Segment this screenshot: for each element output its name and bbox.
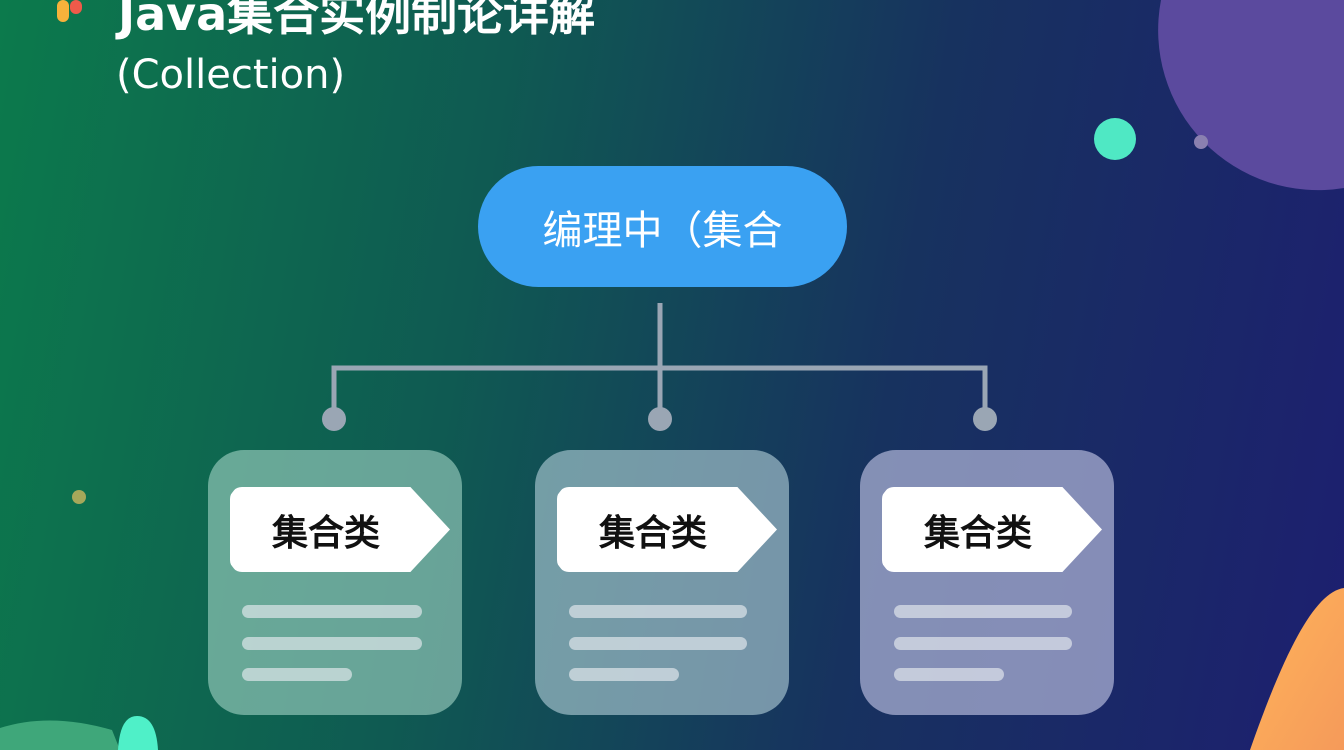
connector-dot [648, 407, 672, 431]
connector-dot [322, 407, 346, 431]
decor-green-blob [0, 720, 120, 750]
child-card: 集合类 [535, 450, 789, 715]
connector-dot [973, 407, 997, 431]
child-card: 集合类 [860, 450, 1114, 715]
page-title: Java集合实例制论详解 [118, 0, 596, 41]
decor-mint-blob [118, 716, 158, 750]
child-label: 集合类 [230, 487, 450, 572]
child-label: 集合类 [557, 487, 777, 572]
decor-mint-dot [1094, 118, 1136, 160]
root-node: 编理中（集合 [478, 166, 847, 287]
decor-small-dot [1194, 135, 1208, 149]
child-label: 集合类 [882, 487, 1102, 572]
logo-icon [55, 0, 85, 22]
decor-olive-dot [72, 490, 86, 504]
child-card: 集合类 [208, 450, 462, 715]
page-subtitle: (Collection) [116, 52, 346, 98]
decor-orange-blob [1250, 588, 1344, 750]
